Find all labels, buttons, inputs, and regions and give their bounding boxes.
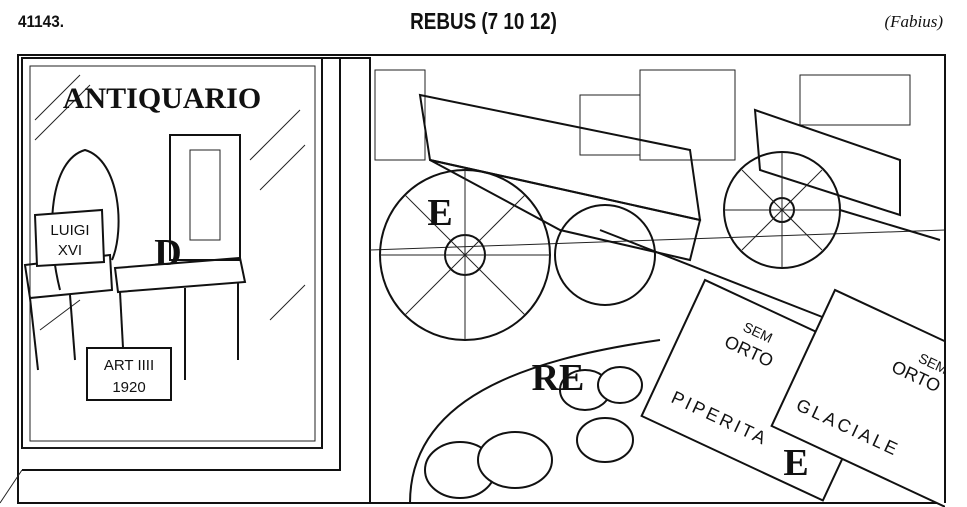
cart-front bbox=[379, 93, 831, 341]
puzzle-author: (Fabius) bbox=[884, 12, 943, 31]
background-buildings bbox=[369, 69, 946, 251]
shop-window: ANTIQUARIO bbox=[0, 57, 371, 504]
letter-e-wheel: E bbox=[427, 192, 452, 234]
letter-e-packets: E bbox=[783, 442, 808, 484]
plain-chair bbox=[113, 134, 247, 386]
puzzle-title: REBUS (7 10 12) bbox=[410, 8, 557, 34]
svg-text:ART IIII: ART IIII bbox=[104, 357, 154, 374]
luigi-xvi-card: LUIGI XVI bbox=[33, 208, 106, 268]
table-edge bbox=[409, 339, 661, 504]
price-card: ART IIII 1920 bbox=[86, 347, 172, 401]
cart-back bbox=[723, 108, 941, 269]
svg-text:LUIGI: LUIGI bbox=[50, 222, 89, 239]
letters-re: RE bbox=[532, 357, 585, 399]
shop-sign: ANTIQUARIO bbox=[63, 82, 261, 115]
svg-text:1920: 1920 bbox=[112, 379, 145, 396]
puzzle-number: 41143. bbox=[18, 12, 64, 31]
svg-text:XVI: XVI bbox=[58, 242, 82, 259]
coins bbox=[424, 366, 643, 499]
letter-d: D bbox=[154, 232, 181, 274]
